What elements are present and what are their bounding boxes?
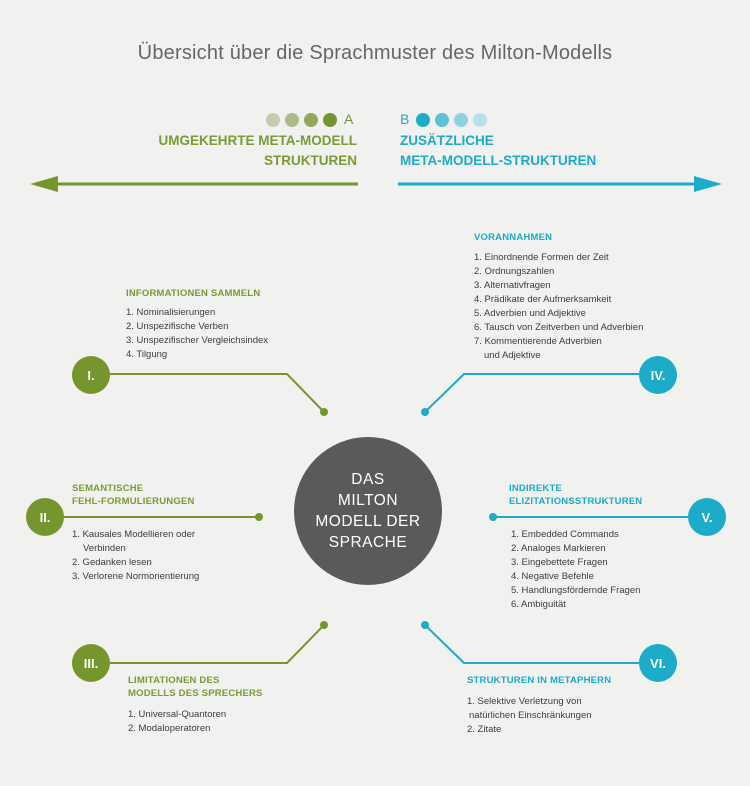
section-v-title-line2: ELIZITATIONSSTRUKTUREN bbox=[509, 496, 643, 507]
section-iv-title: VORANNAHMEN bbox=[474, 232, 553, 243]
left-arrow bbox=[30, 176, 358, 192]
list-item: 3. Unspezifischer Vergleichsindex bbox=[126, 335, 269, 346]
left-heading-line1: UMGEKEHRTE META-MODELL bbox=[158, 133, 358, 148]
legend-letter-a: A bbox=[344, 111, 354, 127]
list-item: 1. Kausales Modellieren oder bbox=[72, 529, 196, 540]
section-i-title: INFORMATIONEN SAMMELN bbox=[126, 288, 261, 299]
list-item: 2. Analoges Markieren bbox=[511, 543, 606, 554]
legend-dot bbox=[416, 113, 430, 127]
list-item: 2. Modaloperatoren bbox=[128, 723, 211, 734]
section-vi-title: STRUKTUREN IN METAPHERN bbox=[467, 675, 612, 686]
legend-dot bbox=[454, 113, 468, 127]
section-ii-title-line2: FEHL-FORMULIERUNGEN bbox=[72, 496, 195, 507]
legend-dot bbox=[473, 113, 487, 127]
section-iii-title: LIMITATIONEN DES MODELLS DES SPRECHERS bbox=[128, 674, 263, 700]
section-i-list: 1. Nominalisierungen 2. Unspezifische Ve… bbox=[126, 306, 268, 362]
right-heading-line2: META-MODELL-STRUKTUREN bbox=[400, 153, 597, 168]
section-iv-badge: IV. bbox=[639, 356, 677, 394]
section-iv-list: 1. Einordnende Formen der Zeit 2. Ordnun… bbox=[474, 251, 643, 363]
connector-dot bbox=[320, 621, 328, 629]
list-item: 1. Universal-Quantoren bbox=[128, 709, 227, 720]
section-iii-title-line2: MODELLS DES SPRECHERS bbox=[128, 688, 263, 699]
legend-dot bbox=[266, 113, 280, 127]
section-ii-title: SEMANTISCHE FEHL-FORMULIERUNGEN bbox=[72, 482, 195, 508]
section-vi-list: 1. Selektive Verletzung von natürlichen … bbox=[467, 695, 592, 737]
connector-iv bbox=[424, 373, 640, 413]
section-iii-list: 1. Universal-Quantoren 2. Modaloperatore… bbox=[128, 708, 226, 736]
list-item: 3. Alternativfragen bbox=[474, 280, 551, 291]
legend-dot bbox=[323, 113, 337, 127]
legend-letter-b: B bbox=[400, 111, 410, 127]
section-iii-title-line1: LIMITATIONEN DES bbox=[128, 675, 220, 686]
center-line4: SPRACHE bbox=[328, 534, 408, 551]
list-item: Verbinden bbox=[83, 543, 126, 554]
left-heading-line2: STRUKTUREN bbox=[264, 153, 357, 168]
list-item: 3. Verlorene Normorientierung bbox=[72, 571, 200, 582]
list-item: 1. Einordnende Formen der Zeit bbox=[474, 252, 609, 263]
section-i-badge: I. bbox=[72, 356, 110, 394]
list-item: 2. Ordnungszahlen bbox=[474, 266, 555, 277]
list-item: 4. Prädikate der Aufmerksamkeit bbox=[474, 294, 612, 305]
connector-iii bbox=[110, 624, 325, 664]
list-item: 7. Kommentierende Adverbien bbox=[474, 336, 602, 347]
section-iii-badge: III. bbox=[72, 644, 110, 682]
section-v-title: INDIREKTE ELIZITATIONSSTRUKTUREN bbox=[509, 482, 642, 508]
center-line3: MODELL DER bbox=[315, 513, 421, 530]
list-item: 2. Unspezifische Verben bbox=[126, 321, 229, 332]
connector-i bbox=[110, 373, 325, 413]
connector-dot bbox=[421, 621, 429, 629]
section-ii-list: 1. Kausales Modellieren oder Verbinden 2… bbox=[72, 528, 199, 584]
list-item: und Adjektive bbox=[484, 350, 541, 361]
legend-dot bbox=[435, 113, 449, 127]
section-v-list: 1. Embedded Commands 2. Analoges Markier… bbox=[511, 528, 640, 612]
section-v-badge: V. bbox=[688, 498, 726, 536]
connector-dot bbox=[489, 513, 497, 521]
list-item: natürlichen Einschränkungen bbox=[469, 710, 592, 721]
section-ii-badge: II. bbox=[26, 498, 64, 536]
list-item: 4. Tilgung bbox=[126, 349, 168, 360]
list-item: 6. Ambiguität bbox=[511, 599, 566, 610]
list-item: 3. Eingebettete Fragen bbox=[511, 557, 608, 568]
list-item: 4. Negative Befehle bbox=[511, 571, 594, 582]
center-circle: DAS MILTON MODELL DER SPRACHE bbox=[294, 437, 442, 585]
page-title: Übersicht über die Sprachmuster des Milt… bbox=[137, 42, 613, 64]
section-vi-badge: VI. bbox=[639, 644, 677, 682]
list-item: 2. Gedanken lesen bbox=[72, 557, 152, 568]
legend-dot bbox=[304, 113, 318, 127]
list-item: 5. Handlungsfördernde Fragen bbox=[511, 585, 641, 596]
right-group-heading: ZUSÄTZLICHE META-MODELL-STRUKTUREN bbox=[400, 131, 596, 171]
legend-dot bbox=[285, 113, 299, 127]
left-group-heading: UMGEKEHRTE META-MODELL STRUKTUREN bbox=[159, 131, 358, 171]
list-item: 2. Zitate bbox=[467, 724, 502, 735]
right-arrow bbox=[398, 176, 722, 192]
list-item: 1. Nominalisierungen bbox=[126, 307, 216, 318]
center-line2: MILTON bbox=[337, 492, 399, 509]
section-ii-title-line1: SEMANTISCHE bbox=[72, 483, 144, 494]
list-item: 6. Tausch von Zeitverben und Adverbien bbox=[474, 322, 644, 333]
section-v-title-line1: INDIREKTE bbox=[509, 483, 562, 494]
connector-dot bbox=[421, 408, 429, 416]
connector-vi bbox=[424, 624, 640, 664]
connector-dot bbox=[320, 408, 328, 416]
list-item: 5. Adverbien und Adjektive bbox=[474, 308, 586, 319]
list-item: 1. Embedded Commands bbox=[511, 529, 619, 540]
center-line1: DAS bbox=[351, 471, 385, 488]
right-heading-line1: ZUSÄTZLICHE bbox=[400, 133, 494, 148]
connector-dot bbox=[255, 513, 263, 521]
list-item: 1. Selektive Verletzung von bbox=[467, 696, 582, 707]
